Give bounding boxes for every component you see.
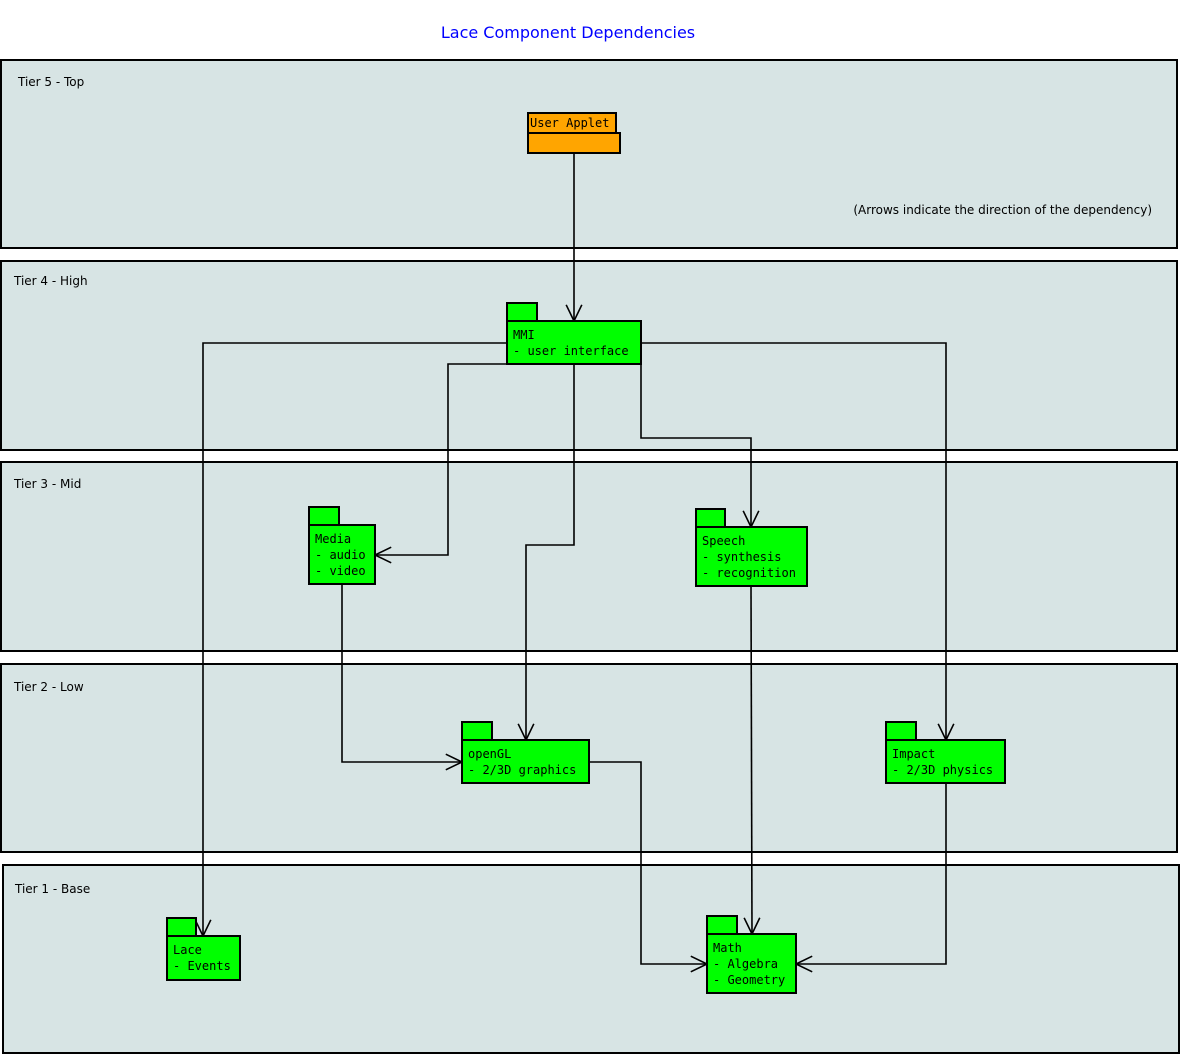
- package-feature: - user interface: [513, 344, 629, 358]
- dependency-line: [589, 761, 707, 965]
- package-name: Lace: [173, 943, 202, 957]
- dependency-line: [750, 585, 753, 935]
- package-body: [308, 524, 376, 585]
- tier-label: Tier 3 - Mid: [13, 477, 81, 491]
- package-body: [506, 320, 642, 365]
- package-feature: - audio: [315, 548, 366, 562]
- package-tab: [308, 506, 340, 526]
- package-feature: - Algebra: [713, 957, 778, 971]
- package-tab: [695, 508, 726, 528]
- package-body: [885, 739, 1006, 784]
- package-feature: - synthesis: [702, 550, 781, 564]
- package-speech[interactable]: Speech - synthesis - recognition: [695, 508, 808, 587]
- package-impact[interactable]: Impact - 2/3D physics: [885, 721, 1006, 784]
- package-feature: - Geometry: [713, 973, 785, 987]
- tier-label: Tier 4 - High: [13, 274, 88, 288]
- package-media[interactable]: Media - audio - video: [308, 506, 376, 585]
- package-tab: [885, 721, 917, 741]
- dependency-line: [641, 342, 947, 740]
- tier-label: Tier 1 - Base: [14, 882, 90, 896]
- package-body: [461, 739, 590, 784]
- package-mmi[interactable]: MMI - user interface: [506, 302, 642, 365]
- direction-note: (Arrows indicate the direction of the de…: [853, 203, 1152, 217]
- package-name: openGL: [468, 747, 511, 761]
- dependency-line: [202, 342, 507, 936]
- diagram-title: Lace Component Dependencies: [441, 23, 695, 42]
- package-name: MMI: [513, 328, 535, 342]
- package-feature: - 2/3D physics: [892, 763, 993, 777]
- package-tab: [506, 302, 538, 322]
- dependency-line: [525, 364, 575, 740]
- dependency-line: [796, 783, 947, 965]
- package-applet[interactable]: User Applet: [527, 112, 621, 154]
- package-body: [166, 935, 241, 981]
- package-name: Math: [713, 941, 742, 955]
- package-lace[interactable]: Lace - Events: [166, 917, 241, 981]
- package-feature: - Events: [173, 959, 231, 973]
- package-tab: [706, 915, 738, 935]
- tier-label: Tier 5 - Top: [17, 75, 84, 89]
- package-tab: [461, 721, 493, 741]
- package-opengl[interactable]: openGL - 2/3D graphics: [461, 721, 590, 784]
- package-math[interactable]: Math - Algebra - Geometry: [706, 915, 797, 994]
- package-tab: [166, 917, 197, 937]
- package-feature: - video: [315, 564, 366, 578]
- package-body: [527, 132, 621, 154]
- package-name: User Applet: [530, 116, 609, 130]
- package-feature: - 2/3D graphics: [468, 763, 576, 777]
- package-body: [706, 933, 797, 994]
- package-name: Media: [315, 532, 351, 546]
- tier-label: Tier 2 - Low: [13, 680, 84, 694]
- dependency-line: [375, 363, 507, 556]
- package-name: Speech: [702, 534, 745, 548]
- package-body: [695, 526, 808, 587]
- package-name: Impact: [892, 747, 935, 761]
- dependency-line: [341, 584, 462, 763]
- dependency-line: [640, 364, 752, 527]
- package-feature: - recognition: [702, 566, 796, 580]
- tier-lane: [0, 461, 1178, 652]
